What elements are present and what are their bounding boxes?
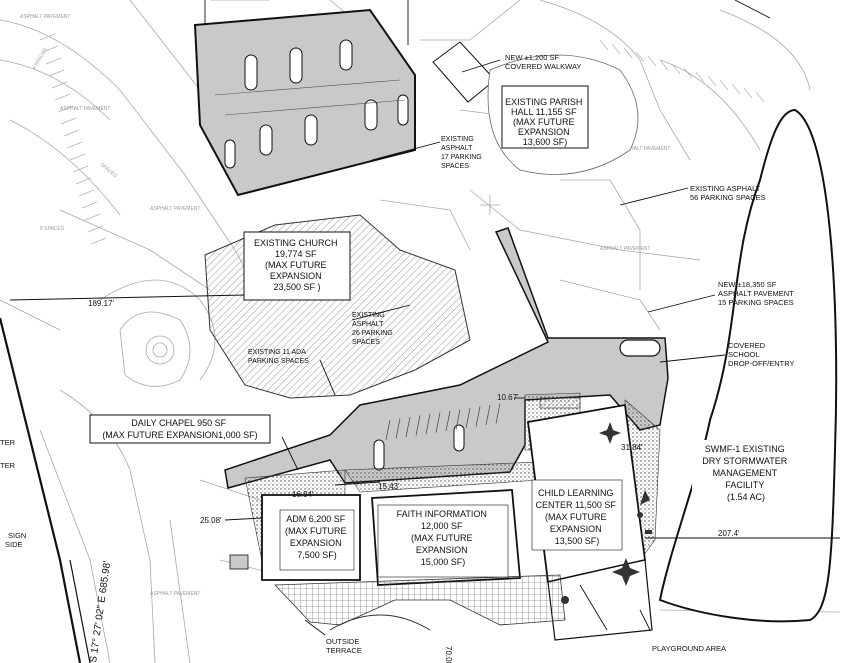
dimension-1543: 15.43' [378,482,400,491]
stormwater-label: SWMF-1 EXISTING DRY STORMWATER MANAGEMEN… [702,444,790,502]
svg-text:ASPHALT PAVEMENT: ASPHALT PAVEMENT [60,106,110,112]
label-boxes [89,85,800,578]
adm-label: ADM 6,200 SF (MAX FUTURE EXPANSION 7,500… [285,514,349,560]
svg-text:ASPHALT PAVEMENT: ASPHALT PAVEMENT [150,206,200,212]
dimension-3184: 31.84' [621,443,643,452]
playground-symbols [561,422,652,604]
chapel-label: DAILY CHAPEL 950 SF (MAX FUTURE EXPANSIO… [102,418,257,440]
svg-text:ASPHALT PAVEMENT: ASPHALT PAVEMENT [20,14,70,20]
dimension-1694: 16.94' [292,490,314,499]
faith-label: FAITH INFORMATION 12,000 SF (MAX FUTURE … [397,509,490,567]
asphalt-56-label: EXISTING ASPHALT 56 PARKING SPACES [690,184,766,202]
dimension-2074: 207.4' [718,529,740,538]
new-pavement-label: NEW ±18,350 SF ASPHALT PAVEMENT 15 PARKI… [718,280,796,307]
asphalt-26-label: EXISTING ASPHALT 26 PARKING SPACES [352,312,395,346]
road-bearing-text: S 17° 27' 02" E 685.98' [88,560,113,663]
text-labels: NEW ±1,200 SF COVERED WALKWAY EXISTING P… [0,53,796,655]
covered-walkway [432,41,496,103]
svg-text:ASPHALT PAVEMENT: ASPHALT PAVEMENT [150,591,200,597]
covered-walkway-label: NEW ±1,200 SF COVERED WALKWAY [505,53,581,71]
ada-label: EXISTING 11 ADA PARKING SPACES [248,349,309,365]
new-pavement [224,227,669,489]
svg-text:ASPHALT PAVEMENT: ASPHALT PAVEMENT [600,246,650,252]
parking-stripes [39,33,765,245]
parking-lot-17 [193,8,416,197]
sign-label: SIGN SIDE [5,531,28,549]
leader-lines [9,0,840,636]
parish-hall-label: EXISTING PARISH HALL 11,155 SF (MAX FUTU… [505,97,585,147]
svg-text:SPACES: SPACES [99,162,119,180]
edge-label: TER TER [0,438,17,470]
terrace-label: OUTSIDE TERRACE [326,637,362,655]
child-label: CHILD LEARNING CENTER 11,500 SF (MAX FUT… [536,488,619,546]
property-boundary: S 17° 27' 02" E 685.98' [0,317,113,663]
asphalt-17-label: EXISTING ASPHALT 17 PARKING SPACES [441,136,484,170]
church-label: EXISTING CHURCH 19,774 SF (MAX FUTURE EX… [254,238,340,292]
playground-label: PLAYGROUND AREA [652,644,726,653]
dimension-2508: 25.08' [200,516,222,525]
dimension-7008: 70.08' [444,646,453,663]
svg-text:8 SPACES: 8 SPACES [40,226,65,232]
outside-terrace [274,574,566,631]
dropoff-label: COVERED SCHOOL DROP-OFF/ENTRY [728,341,795,368]
dimension-189: 189.17' [88,299,114,308]
dimension-labels: 189.17' 10.67' 31.84' 16.94' 15.43' 25.0… [88,299,740,663]
svg-text:ASPHALT PAVEMENT: ASPHALT PAVEMENT [620,146,670,152]
dimension-1067: 10.67' [497,393,519,402]
svg-text:4 SPACES: 4 SPACES [32,47,50,71]
